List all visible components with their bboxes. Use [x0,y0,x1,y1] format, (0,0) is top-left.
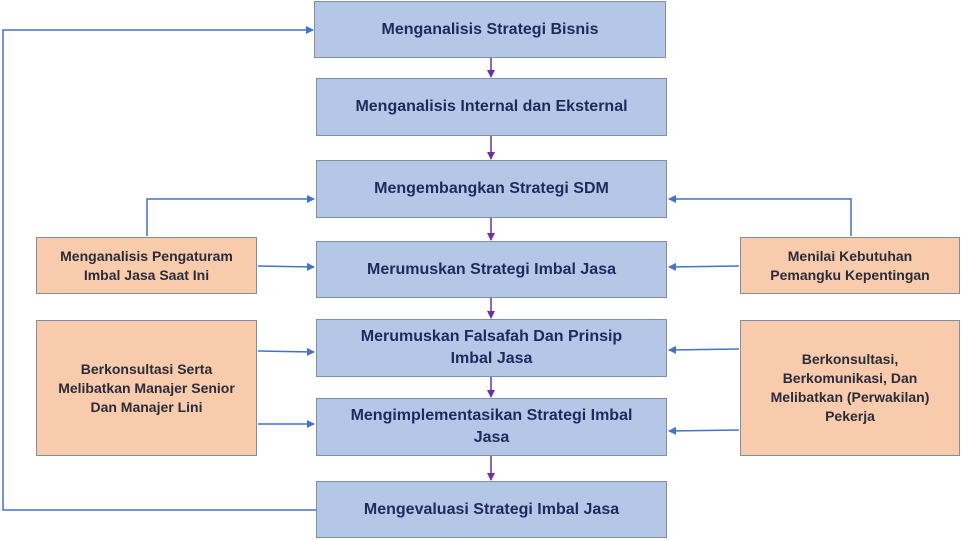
input-analyze-current-compensation: Menganalisis Pengaturam Imbal Jasa Saat … [36,237,257,294]
input-label: Menganalisis Pengaturam Imbal Jasa Saat … [60,247,233,283]
input-consult-managers: Berkonsultasi Serta Melibatkan Manajer S… [36,320,257,456]
step-analyze-internal-external: Menganalisis Internal dan Eksternal [316,78,667,136]
step-label: Merumuskan Strategi Imbal Jasa [367,260,616,278]
feedback-loop-arrow [2,26,316,511]
step-label: Menganalisis Strategi Bisnis [381,20,599,38]
input-assess-stakeholder-needs: Menilai Kebutuhan Pemangku Kepentingan [740,237,960,294]
step-formulate-compensation-strategy: Merumuskan Strategi Imbal Jasa [316,241,667,298]
step-develop-hr-strategy: Mengembangkan Strategi SDM [316,160,667,218]
step-label: Mengimplementasikan Strategi Imbal Jasa [350,407,633,446]
right-to-implementation-arrow [668,426,740,435]
right-to-compensation-strategy-arrow [668,262,740,271]
left-to-philosophy-arrow [257,347,315,356]
right-to-hr-strategy-arrow [668,195,852,236]
right-to-philosophy-arrow [668,345,740,354]
step-label: Merumuskan Falsafah Dan Prinsip Imbal Ja… [360,328,623,367]
step-label: Mengevaluasi Strategi Imbal Jasa [363,500,620,518]
left-to-hr-strategy-arrow [146,195,315,236]
step-evaluate-compensation-strategy: Mengevaluasi Strategi Imbal Jasa [316,481,667,538]
step-implement-compensation-strategy: Mengimplementasikan Strategi Imbal Jasa [316,398,667,456]
input-label: Menilai Kebutuhan Pemangku Kepentingan [770,247,930,283]
input-label: Berkonsultasi, Berkomunikasi, Dan Meliba… [770,351,930,424]
left-to-compensation-strategy-arrow [257,262,315,271]
step-analyze-business-strategy: Menganalisis Strategi Bisnis [314,1,666,58]
input-label: Berkonsultasi Serta Melibatkan Manajer S… [58,360,235,415]
step-label: Mengembangkan Strategi SDM [374,180,609,197]
step-formulate-philosophy-principles: Merumuskan Falsafah Dan Prinsip Imbal Ja… [316,319,667,377]
step-label: Menganalisis Internal dan Eksternal [355,98,628,115]
input-consult-employees: Berkonsultasi, Berkomunikasi, Dan Meliba… [740,320,960,456]
